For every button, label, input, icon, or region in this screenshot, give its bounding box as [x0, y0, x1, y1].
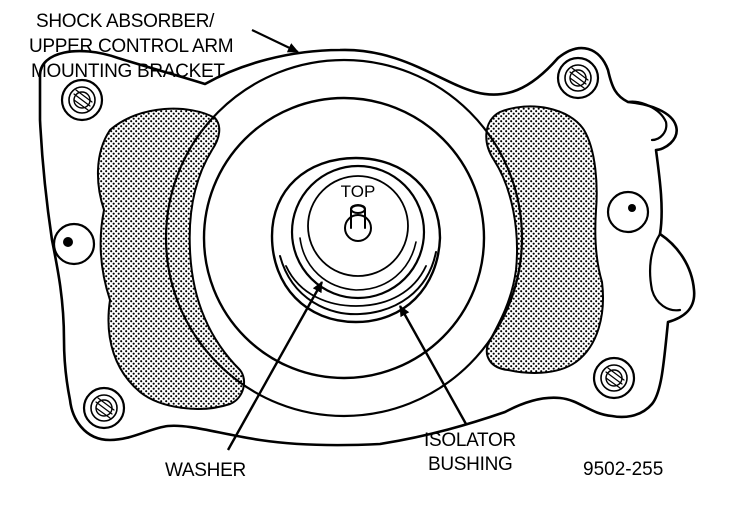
washer-edge [299, 237, 417, 291]
main-plate-outer [164, 58, 524, 418]
isolator-bushing-lip [279, 251, 437, 316]
left-shaded-pad [97, 107, 246, 410]
bracket-label-line2: UPPER CONTROL ARM [29, 36, 233, 57]
isolator-bushing-body [270, 156, 442, 324]
isolator-bushing-step [285, 265, 427, 307]
washer-inner [307, 175, 409, 277]
washer-outer [290, 164, 426, 300]
bracket-label-line1: SHOCK ABSORBER/ [36, 11, 215, 32]
bracket-outline [38, 46, 696, 447]
right-shaded-pad [485, 105, 604, 374]
bracket-label-line3: MOUNTING BRACKET [31, 61, 225, 82]
threaded-hole-upper-left [60, 78, 104, 122]
isolator-label-line1: ISOLATOR [424, 430, 516, 451]
isolator-label-line2: BUSHING [428, 454, 512, 475]
threaded-hole-lower-left [82, 386, 126, 430]
threaded-hole-upper-right [556, 56, 600, 100]
locating-pin-left [52, 222, 96, 266]
stud-collar [344, 214, 372, 242]
stud-end [350, 204, 366, 214]
bracket-right-ear [626, 100, 668, 142]
top-mark: TOP [341, 182, 376, 201]
washer-label: WASHER [165, 460, 246, 481]
washer-leader-arrow [226, 281, 324, 451]
bracket-right-lobe [649, 232, 682, 312]
locating-pin-right [606, 190, 650, 234]
main-plate-ring [202, 96, 486, 380]
threaded-hole-lower-right [592, 356, 636, 400]
isolator-leader-arrow [398, 305, 468, 425]
figure-id: 9502-255 [583, 459, 663, 480]
bracket-leader-arrow [251, 29, 299, 53]
